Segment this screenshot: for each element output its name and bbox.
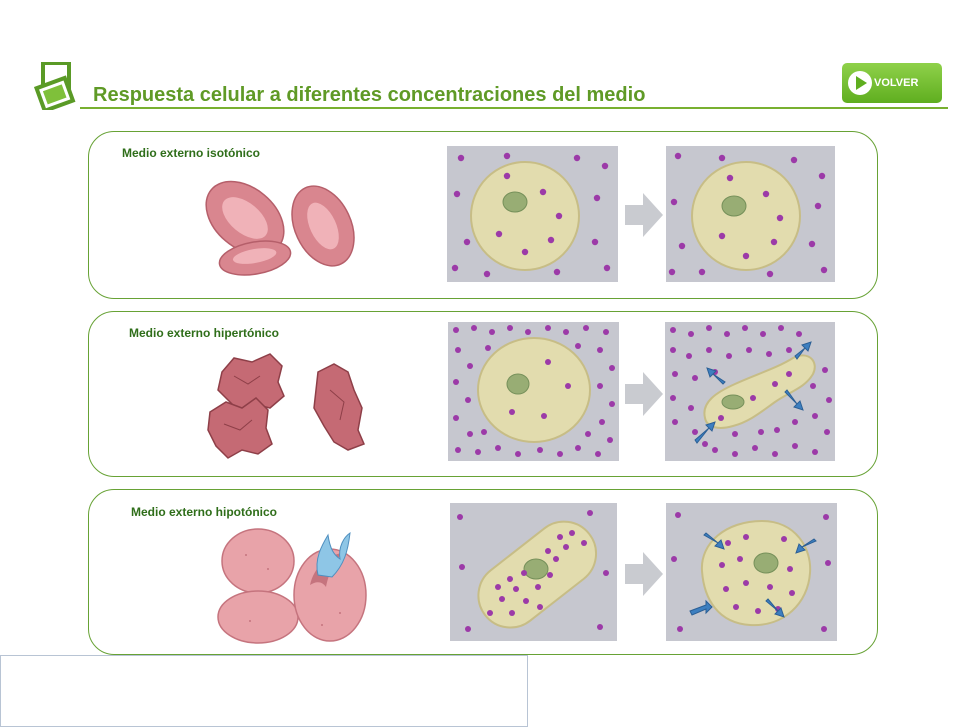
cell-hypo-after (666, 503, 837, 641)
right-arrow-icon (625, 552, 663, 596)
cell-hyper-before (448, 322, 619, 461)
page-title: Respuesta celular a diferentes concentra… (93, 84, 646, 106)
panel-label-hypotonic: Medio externo hipotónico (131, 505, 277, 519)
volver-label: VOLVER (874, 77, 919, 89)
volver-button[interactable]: VOLVER (842, 63, 942, 103)
right-arrow-icon (625, 193, 663, 237)
blood-cells-hypotonic (210, 525, 370, 645)
blood-cells-isotonic (205, 168, 365, 283)
title-underline (80, 107, 948, 109)
right-arrow-icon (625, 372, 663, 416)
blood-cells-hypertonic (200, 350, 375, 465)
logo-squares-icon (33, 61, 80, 114)
empty-content-box (0, 655, 528, 727)
panel-label-hypertonic: Medio externo hipertónico (129, 326, 280, 340)
panel-label-isotonic: Medio externo isotónico (122, 146, 261, 160)
cell-iso-after (666, 146, 835, 282)
play-icon (848, 71, 872, 95)
cell-hypo-before (450, 503, 617, 641)
cell-hyper-after (665, 322, 835, 461)
cell-iso-before (447, 146, 618, 282)
